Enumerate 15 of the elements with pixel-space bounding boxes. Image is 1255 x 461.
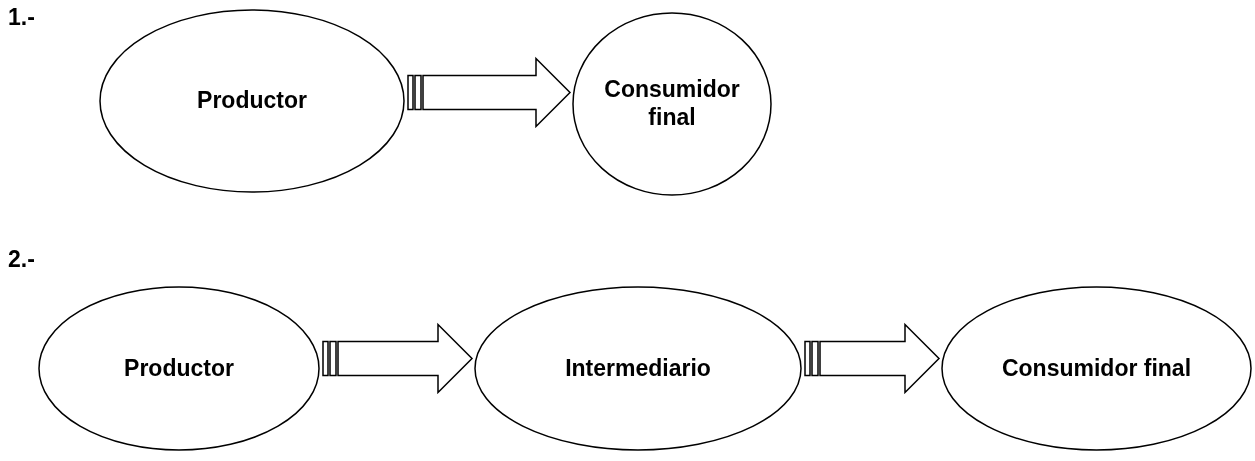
block-arrow <box>407 56 572 129</box>
section-number: 1.- <box>8 4 35 31</box>
ellipse-node <box>38 286 320 451</box>
node-label: Consumidor final <box>1001 354 1192 383</box>
node-label: Productor <box>197 87 307 115</box>
block-arrow <box>804 322 941 395</box>
ellipse-node <box>572 12 772 196</box>
block-arrow <box>322 322 474 395</box>
section-number: 2.- <box>8 246 35 273</box>
ellipse-node <box>474 286 802 451</box>
node-label: Productor <box>124 354 234 383</box>
ellipse-node <box>99 9 405 193</box>
node-label: Intermediario <box>565 354 711 383</box>
ellipse-node <box>941 286 1252 451</box>
node-label: Consumidor final <box>603 76 741 132</box>
